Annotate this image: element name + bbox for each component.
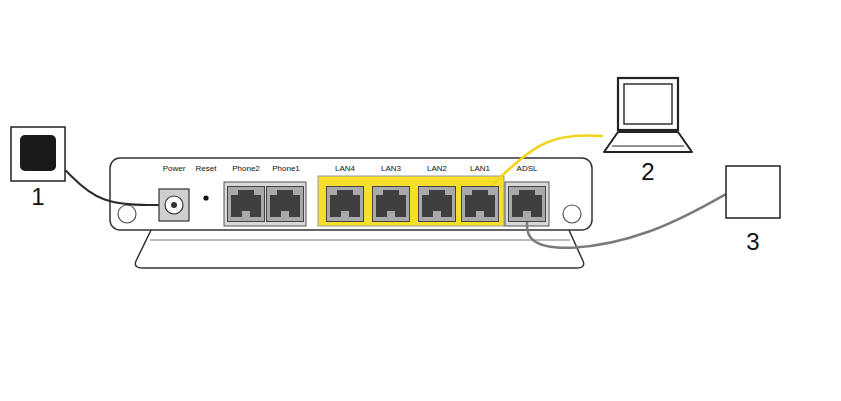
box-node: 3 <box>725 165 781 219</box>
lan-port <box>419 187 456 222</box>
adapter-shape <box>10 126 66 182</box>
port-label: LAN4 <box>335 164 355 173</box>
port-label: Reset <box>196 164 217 173</box>
phone-panel <box>224 182 306 226</box>
phone-port <box>228 187 265 222</box>
router-foot <box>563 205 581 223</box>
port-label: Power <box>163 164 186 173</box>
jack-node: Power <box>158 188 190 222</box>
rj-shape <box>508 186 546 222</box>
laptop-shape <box>602 76 694 156</box>
router-foot <box>118 205 136 223</box>
callout-number: 1 <box>31 183 44 211</box>
port-label: Phone2 <box>232 164 260 173</box>
port-label: Phone1 <box>272 164 300 173</box>
rj-node: LAN1 <box>461 186 499 222</box>
cable <box>527 195 725 248</box>
laptop-node: 2 <box>602 76 694 156</box>
jack-shape <box>158 188 190 222</box>
callout-number: 2 <box>641 158 654 186</box>
cable <box>66 171 158 205</box>
rj-shape <box>461 186 499 222</box>
phone-port <box>267 187 304 222</box>
reset-hole <box>203 195 208 200</box>
box-shape <box>725 165 781 219</box>
lan-panel <box>318 176 504 226</box>
port-label: LAN1 <box>470 164 490 173</box>
port-label: LAN2 <box>427 164 447 173</box>
port-label: ADSL <box>517 164 538 173</box>
rj-node: ADSL <box>508 186 546 222</box>
router-stand <box>135 228 583 268</box>
router-body <box>110 158 592 230</box>
lan-port <box>327 187 364 222</box>
adapter-node: 1 <box>10 126 66 182</box>
adsl-panel <box>505 182 549 226</box>
port-label: LAN3 <box>381 164 401 173</box>
callout-number: 3 <box>746 228 759 256</box>
stand-edge <box>150 240 570 241</box>
lan-port <box>373 187 410 222</box>
cable <box>491 135 602 186</box>
